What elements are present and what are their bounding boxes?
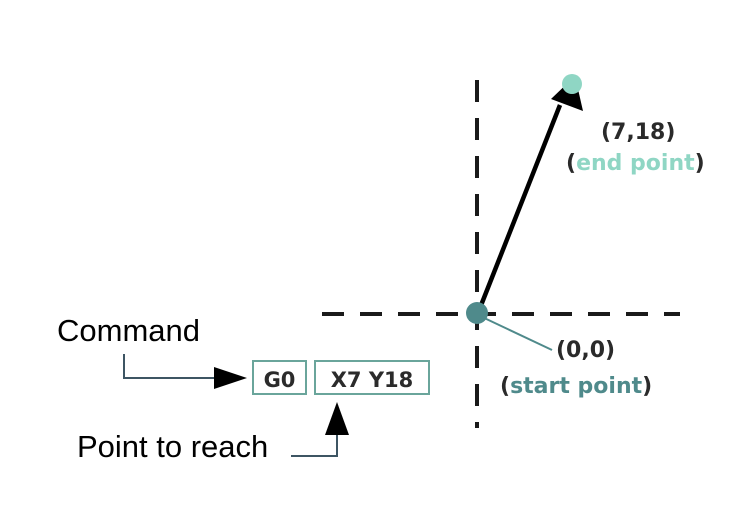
start-point-marker [466, 302, 488, 324]
start-point-open-paren: ( [500, 374, 510, 399]
command-label: Command [57, 313, 200, 348]
start-point-label: (start point) [500, 374, 652, 399]
point-connector [291, 432, 338, 457]
start-point-name: start point [510, 374, 643, 399]
command-connector [123, 354, 220, 379]
point-to-reach-label: Point to reach [77, 429, 268, 464]
end-point-label: (end point) [566, 151, 705, 176]
end-point-coords: (7,18) [601, 120, 675, 145]
end-point-open-paren: ( [566, 151, 576, 176]
command-connector-arrowhead [214, 367, 247, 389]
point-connector-arrowhead [325, 402, 349, 435]
coordinates-code-box [314, 360, 430, 395]
end-point-close-paren: ) [695, 151, 705, 176]
coordinates-code: X7 Y18 [331, 368, 414, 392]
end-point-name: end point [576, 151, 695, 176]
start-point-close-paren: ) [642, 374, 652, 399]
motion-arrow-shaft [475, 104, 563, 314]
end-point-marker [562, 74, 582, 94]
start-point-leader [479, 315, 553, 351]
start-point-coords: (0,0) [556, 338, 615, 363]
command-code: G0 [264, 368, 296, 392]
command-code-box [252, 360, 307, 395]
